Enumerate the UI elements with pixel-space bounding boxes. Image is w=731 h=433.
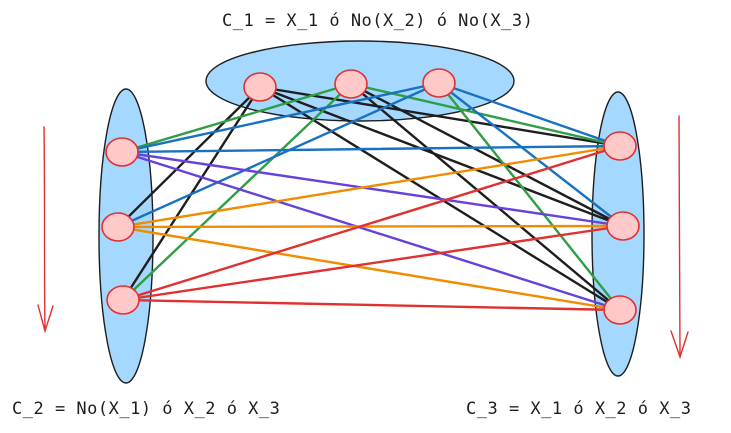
edge-c1_3-c2_1 — [120, 81, 441, 154]
node-c3-3[interactable] — [603, 295, 637, 325]
node-c3-2[interactable] — [606, 211, 640, 241]
edge-c1_3-c2_2 — [116, 81, 441, 229]
edge-c2_1-c3_2 — [120, 150, 625, 228]
edge-c1_2-c2_3 — [121, 82, 353, 302]
nodes-group — [101, 68, 640, 325]
edge-c1_1-c3_1 — [258, 85, 622, 148]
edge-c2_2-c3_2 — [116, 224, 625, 229]
edge-c2_2-c3_3 — [116, 225, 622, 312]
node-c2-3[interactable] — [106, 285, 140, 315]
edge-c2_3-c3_1 — [121, 144, 622, 302]
node-c2-1[interactable] — [105, 137, 139, 167]
node-c1-3[interactable] — [422, 68, 456, 98]
edge-c1_1-c3_2 — [258, 85, 625, 228]
node-c1-1[interactable] — [243, 72, 277, 102]
left-down-arrow-icon — [37, 126, 54, 334]
node-c3-1[interactable] — [603, 131, 637, 161]
edge-c2_1-c3_1 — [120, 144, 622, 154]
edge-c2_1-c3_3 — [120, 150, 622, 312]
clause-c1-label: C_1 = X_1 ó No(X_2) ó No(X_3) — [222, 11, 533, 31]
clause-c2-label: C_2 = No(X_1) ó X_2 ó X_3 — [12, 399, 280, 419]
edge-c1_3-c3_2 — [437, 81, 625, 228]
edge-c1_3-c3_1 — [437, 81, 622, 148]
edge-c1_2-c3_2 — [349, 82, 625, 228]
edge-c1_2-c2_1 — [120, 82, 353, 154]
right-down-arrow-icon — [670, 115, 689, 360]
edges-group — [116, 81, 625, 312]
edge-c2_2-c3_1 — [116, 144, 622, 229]
edge-c2_3-c3_2 — [121, 224, 625, 302]
edge-c1_1-c2_2 — [116, 85, 262, 229]
node-c2-2[interactable] — [101, 212, 135, 242]
edge-c1_3-c3_3 — [437, 81, 622, 312]
node-c1-2[interactable] — [334, 69, 368, 99]
edge-c2_3-c3_3 — [121, 298, 622, 312]
edge-c1_2-c3_1 — [349, 82, 622, 148]
edge-c1_2-c3_3 — [349, 82, 622, 312]
clause-c3-label: C_3 = X_1 ó X_2 ó X_3 — [466, 399, 691, 419]
